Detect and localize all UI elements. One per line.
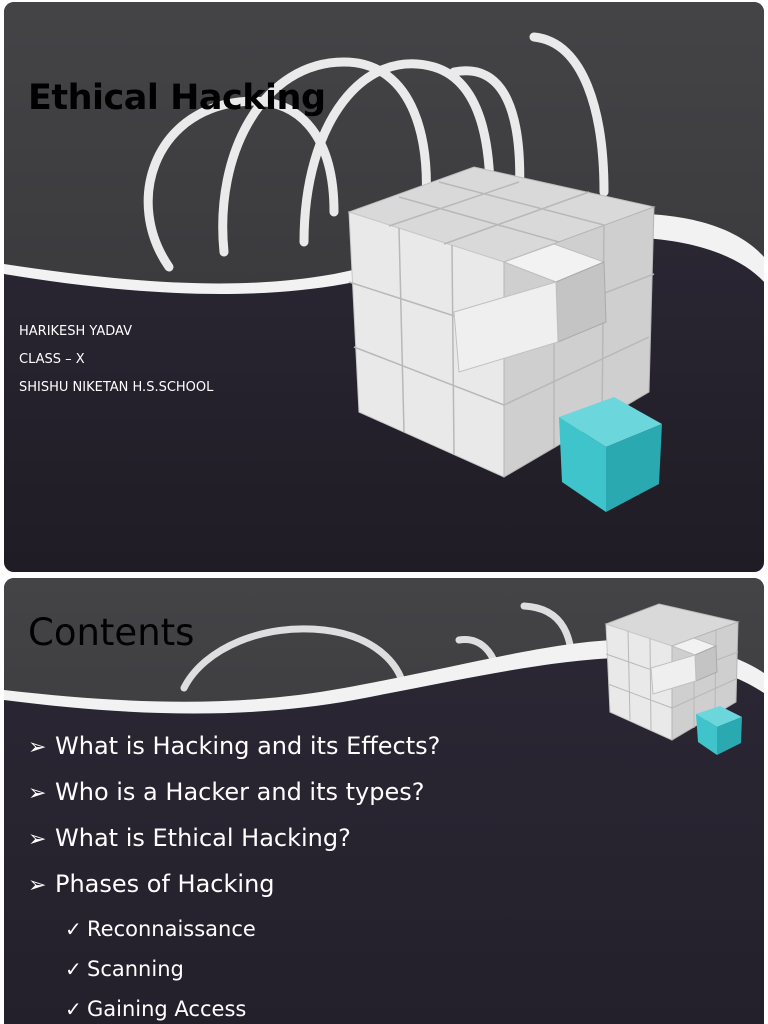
author-class: CLASS – X [19, 352, 85, 367]
checkmark-icon: ✓ [65, 997, 82, 1021]
list-item-text: What is Ethical Hacking? [55, 824, 351, 852]
checkmark-icon: ✓ [65, 957, 82, 981]
list-item: ➢ What is Ethical Hacking? [28, 822, 440, 868]
white-cube-icon [347, 166, 662, 512]
list-item: ➢ What is Hacking and its Effects? [28, 730, 440, 776]
teal-cube-icon [696, 706, 742, 755]
title-slide: Ethical Hacking HARIKESH YADAV CLASS – X… [4, 2, 764, 572]
sub-list-item: ✓Scanning [28, 954, 440, 994]
list-item: ➢ Phases of Hacking [28, 868, 440, 914]
sub-list-item-text: Gaining Access [87, 997, 247, 1021]
slide-background [4, 578, 764, 1024]
white-cube-icon [604, 603, 742, 755]
arrow-bullet-icon: ➢ [28, 781, 47, 806]
sub-list-item: ✓Gaining Access [28, 994, 440, 1024]
author-info: HARIKESH YADAV CLASS – X SHISHU NIKETAN … [19, 318, 213, 402]
sub-list-item: ✓Reconnaissance [28, 914, 440, 954]
author-name: HARIKESH YADAV [19, 324, 132, 339]
list-item: ➢ Who is a Hacker and its types? [28, 776, 440, 822]
contents-slide: Contents ➢ What is Hacking and its Effect… [4, 578, 764, 1024]
contents-list: ➢ What is Hacking and its Effects? ➢ Who i… [28, 730, 440, 1024]
list-item-text: What is Hacking and its Effects? [55, 732, 441, 760]
slide-title: Contents [28, 611, 195, 654]
teal-cube-icon [559, 397, 662, 512]
list-item-text: Who is a Hacker and its types? [55, 778, 425, 806]
slide-title: Ethical Hacking [28, 78, 326, 118]
list-item-text: Phases of Hacking [55, 870, 275, 898]
arrow-bullet-icon: ➢ [28, 735, 47, 760]
author-school: SHISHU NIKETAN H.S.SCHOOL [19, 380, 214, 395]
checkmark-icon: ✓ [65, 917, 82, 941]
arrow-bullet-icon: ➢ [28, 873, 47, 898]
arrow-bullet-icon: ➢ [28, 827, 47, 852]
sub-list-item-text: Reconnaissance [87, 917, 256, 941]
sub-list-item-text: Scanning [87, 957, 184, 981]
